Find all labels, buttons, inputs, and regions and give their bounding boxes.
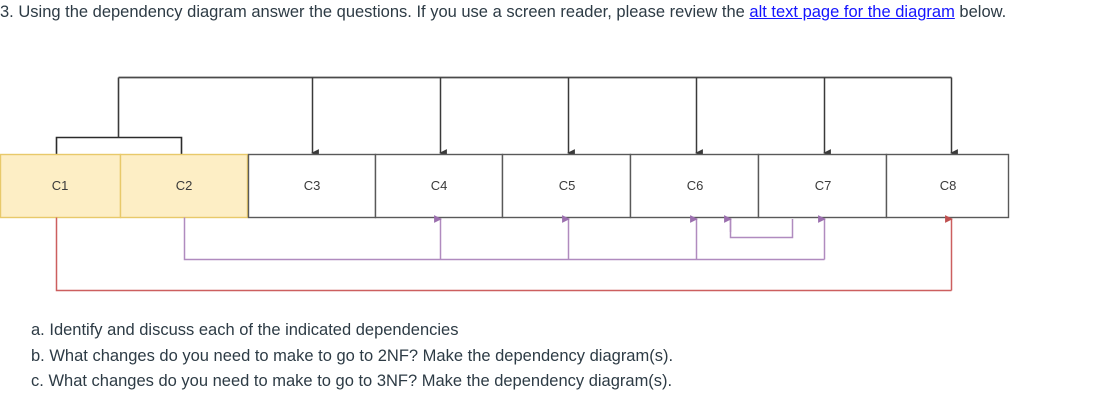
question-text-before-link: Using the dependency diagram answer the … <box>18 3 750 21</box>
attribute-label-c4: C4 <box>431 178 448 193</box>
attribute-label-c8: C8 <box>940 178 957 193</box>
partial-dependency-rail <box>183 217 825 261</box>
partial-dependency-short-bracket <box>729 219 794 239</box>
attribute-box-c6-rect <box>629 153 760 219</box>
alt-text-page-link[interactable]: alt text page for the diagram <box>749 3 955 21</box>
question-number: 3. <box>0 3 14 21</box>
dependency-diagram: C1 C2 C3 C4 C5 <box>0 60 1118 310</box>
attribute-label-c2: C2 <box>176 178 193 193</box>
attribute-box-c4[interactable]: C4 <box>374 153 504 219</box>
attribute-label-c3: C3 <box>304 178 321 193</box>
attribute-box-c2[interactable]: C2 <box>119 153 249 219</box>
attribute-box-c6[interactable]: C6 <box>629 153 760 219</box>
attribute-box-c7[interactable]: C7 <box>757 153 888 219</box>
transitive-dependency-rail <box>55 217 952 292</box>
attribute-label-c1: C1 <box>52 178 69 193</box>
sub-question-b-text: What changes do you need to make to go t… <box>49 346 674 365</box>
sub-questions-list: a. Identify and discuss each of the indi… <box>31 318 673 395</box>
partial-dependency-arrows <box>183 215 826 261</box>
question-text-after-link: below. <box>954 3 1007 21</box>
attribute-box-c7-rect <box>757 153 888 219</box>
sub-question-b: b. What changes do you need to make to g… <box>31 344 673 370</box>
attribute-box-c5[interactable]: C5 <box>501 153 632 219</box>
attribute-label-c6: C6 <box>687 178 704 193</box>
sub-question-a-letter: a. <box>31 321 45 339</box>
primary-key-dependency-arrows <box>55 76 958 157</box>
attribute-box-c3[interactable]: C3 <box>247 153 377 219</box>
sub-question-a-text: Identify and discuss each of the indicat… <box>49 321 459 339</box>
attribute-label-c5: C5 <box>559 178 576 193</box>
attribute-label-c7: C7 <box>815 178 832 193</box>
question-prompt: 3. Using the dependency diagram answer t… <box>0 0 1010 25</box>
attribute-boxes-row: C1 C2 C3 C4 C5 <box>0 153 1010 219</box>
attribute-box-c1[interactable]: C1 <box>0 153 122 219</box>
transitive-dependency-arrows <box>55 215 953 292</box>
sub-question-a: a. Identify and discuss each of the indi… <box>31 318 673 344</box>
attribute-box-c8[interactable]: C8 <box>885 153 1010 219</box>
sub-question-c-text: What changes do you need to make to go t… <box>48 372 673 390</box>
sub-question-c: c. What changes do you need to make to g… <box>31 369 673 395</box>
sub-question-b-letter: b. <box>31 346 45 365</box>
attribute-box-c8-rect <box>885 153 1010 219</box>
sub-question-c-letter: c. <box>31 372 44 390</box>
key-bracket <box>55 136 183 155</box>
attribute-box-c1-rect <box>0 153 122 219</box>
dependency-diagram-svg: C1 C2 C3 C4 C5 <box>0 76 1010 292</box>
